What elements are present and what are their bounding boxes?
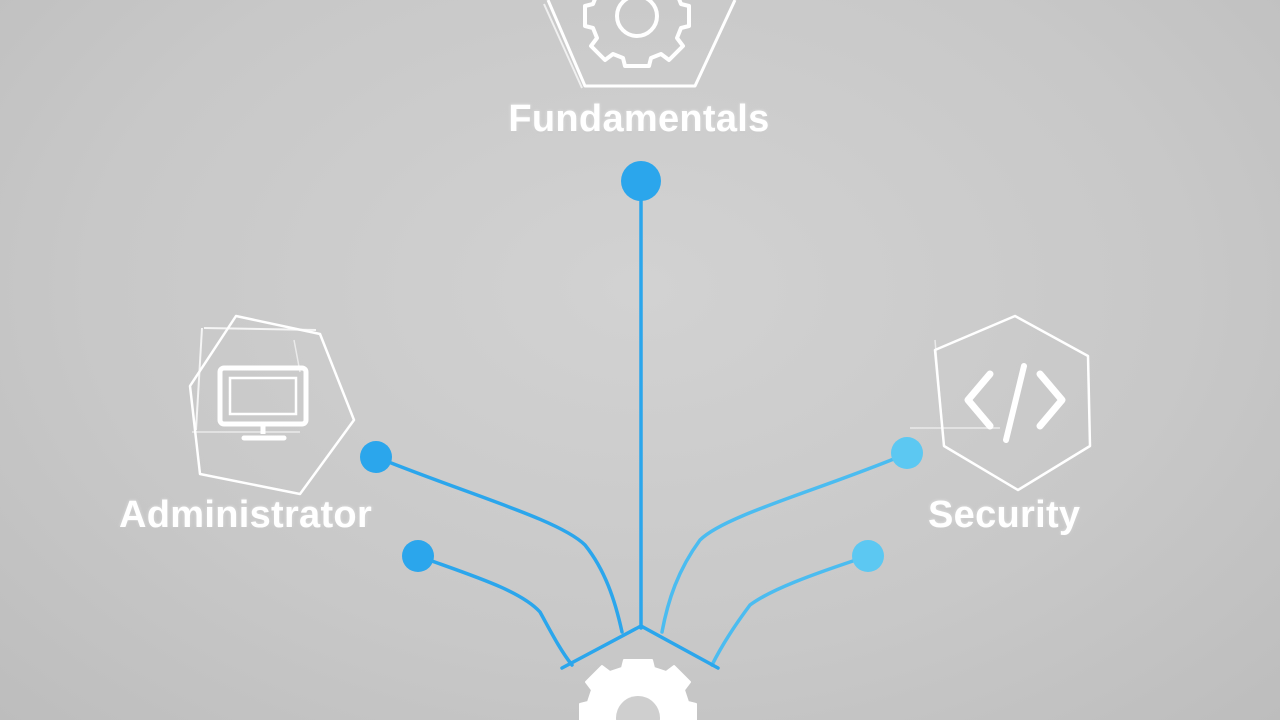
connector-lines (374, 180, 908, 670)
administrator-label: Administrator (119, 494, 373, 536)
fundamentals-label: Fundamentals (508, 98, 770, 140)
administrator-dot-upper (360, 441, 392, 473)
fundamentals-dot (621, 161, 661, 201)
connector-security-upper (660, 452, 908, 634)
connector-security-lower (710, 554, 870, 667)
code-brackets-icon (964, 363, 1066, 443)
security-dot-upper (891, 437, 923, 469)
connector-hub-chevron (560, 624, 720, 670)
connector-administrator-upper (374, 455, 624, 634)
security-node-frame (910, 314, 1092, 492)
gear-icon (583, 0, 691, 68)
monitor-icon (217, 365, 309, 441)
administrator-dot-lower (402, 540, 434, 572)
connector-administrator-lower (416, 554, 574, 667)
administrator-node-frame (188, 314, 356, 496)
hub-gear-icon (579, 659, 697, 720)
security-dot-lower (852, 540, 884, 572)
fundamentals-node-frame (543, 0, 737, 89)
security-label: Security (928, 494, 1081, 536)
connector-dots (360, 161, 923, 572)
